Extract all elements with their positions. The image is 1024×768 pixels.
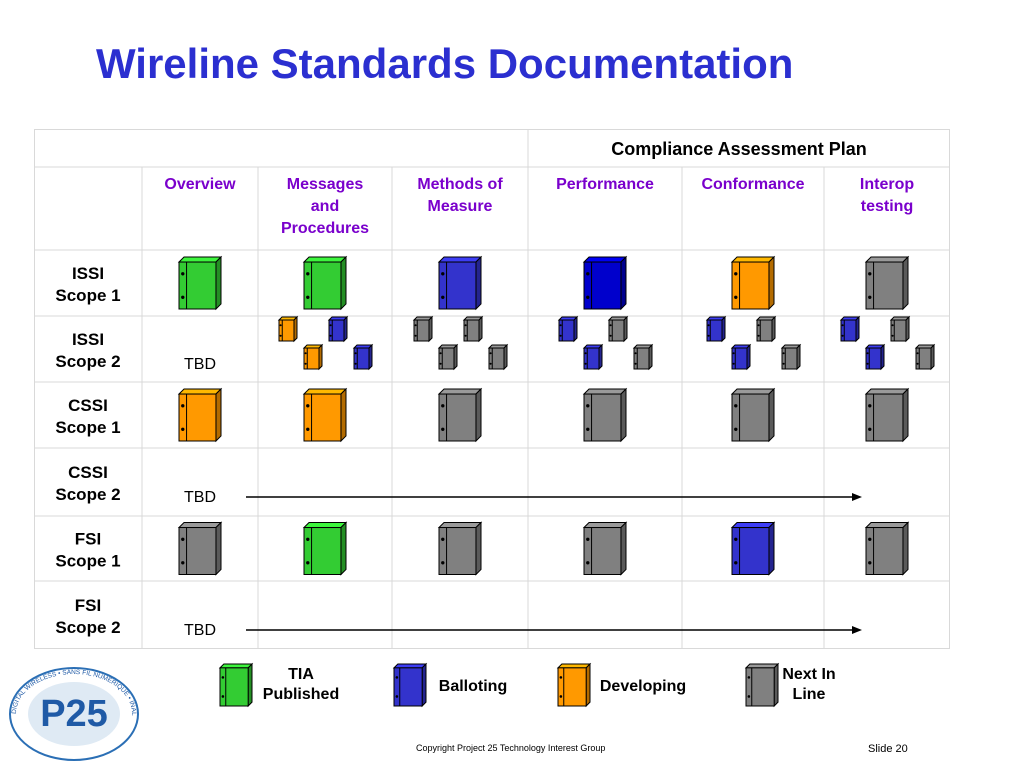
binder-r1-c4-1 xyxy=(755,315,777,343)
binder-r1-c5-2 xyxy=(864,343,886,371)
binder-r1-c3-1 xyxy=(607,315,629,343)
tbd-5: TBD xyxy=(184,622,216,639)
binder-r1-c1-1 xyxy=(327,315,349,343)
column-header-3: Performance xyxy=(556,176,654,193)
binder-r1-c2-1 xyxy=(462,315,484,343)
binder-r1-c3-3 xyxy=(632,343,654,371)
logo-text: P25 xyxy=(40,693,108,735)
tbd-3: TBD xyxy=(184,489,216,506)
binder-r1-c3-2 xyxy=(582,343,604,371)
binder-r1-c4-2 xyxy=(730,343,752,371)
binder-r1-c2-3 xyxy=(487,343,509,371)
binder-r1-c4-0 xyxy=(705,315,727,343)
page-title: Wireline Standards Documentation xyxy=(96,40,794,87)
p25-logo: P25 DIGITAL WIRELESS • SANS FIL NUMÉRIQU… xyxy=(4,664,139,761)
binder-r2-c0 xyxy=(177,387,223,443)
binder-r1-c5-0 xyxy=(839,315,861,343)
binder-r4-c2 xyxy=(437,521,483,576)
binder-r4-c3 xyxy=(582,521,628,576)
column-header-4: Conformance xyxy=(701,176,804,193)
binder-r4-c1 xyxy=(302,521,348,576)
binder-r2-c4 xyxy=(730,387,776,443)
binder-r4-c0 xyxy=(177,521,223,576)
slide-number: Slide 20 xyxy=(868,743,908,755)
legend-binder-green xyxy=(218,662,254,708)
binder-r2-c5 xyxy=(864,387,910,443)
binder-r0-c0 xyxy=(177,255,223,311)
binder-r1-c2-0 xyxy=(412,315,434,343)
binder-r4-c4 xyxy=(730,521,776,576)
binder-r1-c3-0 xyxy=(557,315,579,343)
binder-r1-c1-0 xyxy=(277,315,299,343)
legend-binder-gray xyxy=(744,662,780,708)
binder-r4-c5 xyxy=(864,521,910,576)
tbd-1: TBD xyxy=(184,356,216,373)
binder-r0-c4 xyxy=(730,255,776,311)
binder-r1-c1-2 xyxy=(302,343,324,371)
binder-r1-c2-2 xyxy=(437,343,459,371)
binder-r1-c4-3 xyxy=(780,343,802,371)
binder-r2-c3 xyxy=(582,387,628,443)
column-header-0: Overview xyxy=(164,176,236,193)
binder-r0-c1 xyxy=(302,255,348,311)
binder-r2-c1 xyxy=(302,387,348,443)
binder-r0-c3 xyxy=(582,255,628,311)
binder-r1-c5-3 xyxy=(914,343,936,371)
legend-binder-orange xyxy=(556,662,592,708)
legend-label-1: Balloting xyxy=(439,678,507,695)
binder-r1-c5-1 xyxy=(889,315,911,343)
binder-r0-c5 xyxy=(864,255,910,311)
legend-label-2: Developing xyxy=(600,678,686,695)
binder-r0-c2 xyxy=(437,255,483,311)
copyright: Copyright Project 25 Technology Interest… xyxy=(416,743,606,753)
binder-r2-c2 xyxy=(437,387,483,443)
legend-binder-blue xyxy=(392,662,428,708)
binder-r1-c1-3 xyxy=(352,343,374,371)
group-header: Compliance Assessment Plan xyxy=(611,139,866,159)
